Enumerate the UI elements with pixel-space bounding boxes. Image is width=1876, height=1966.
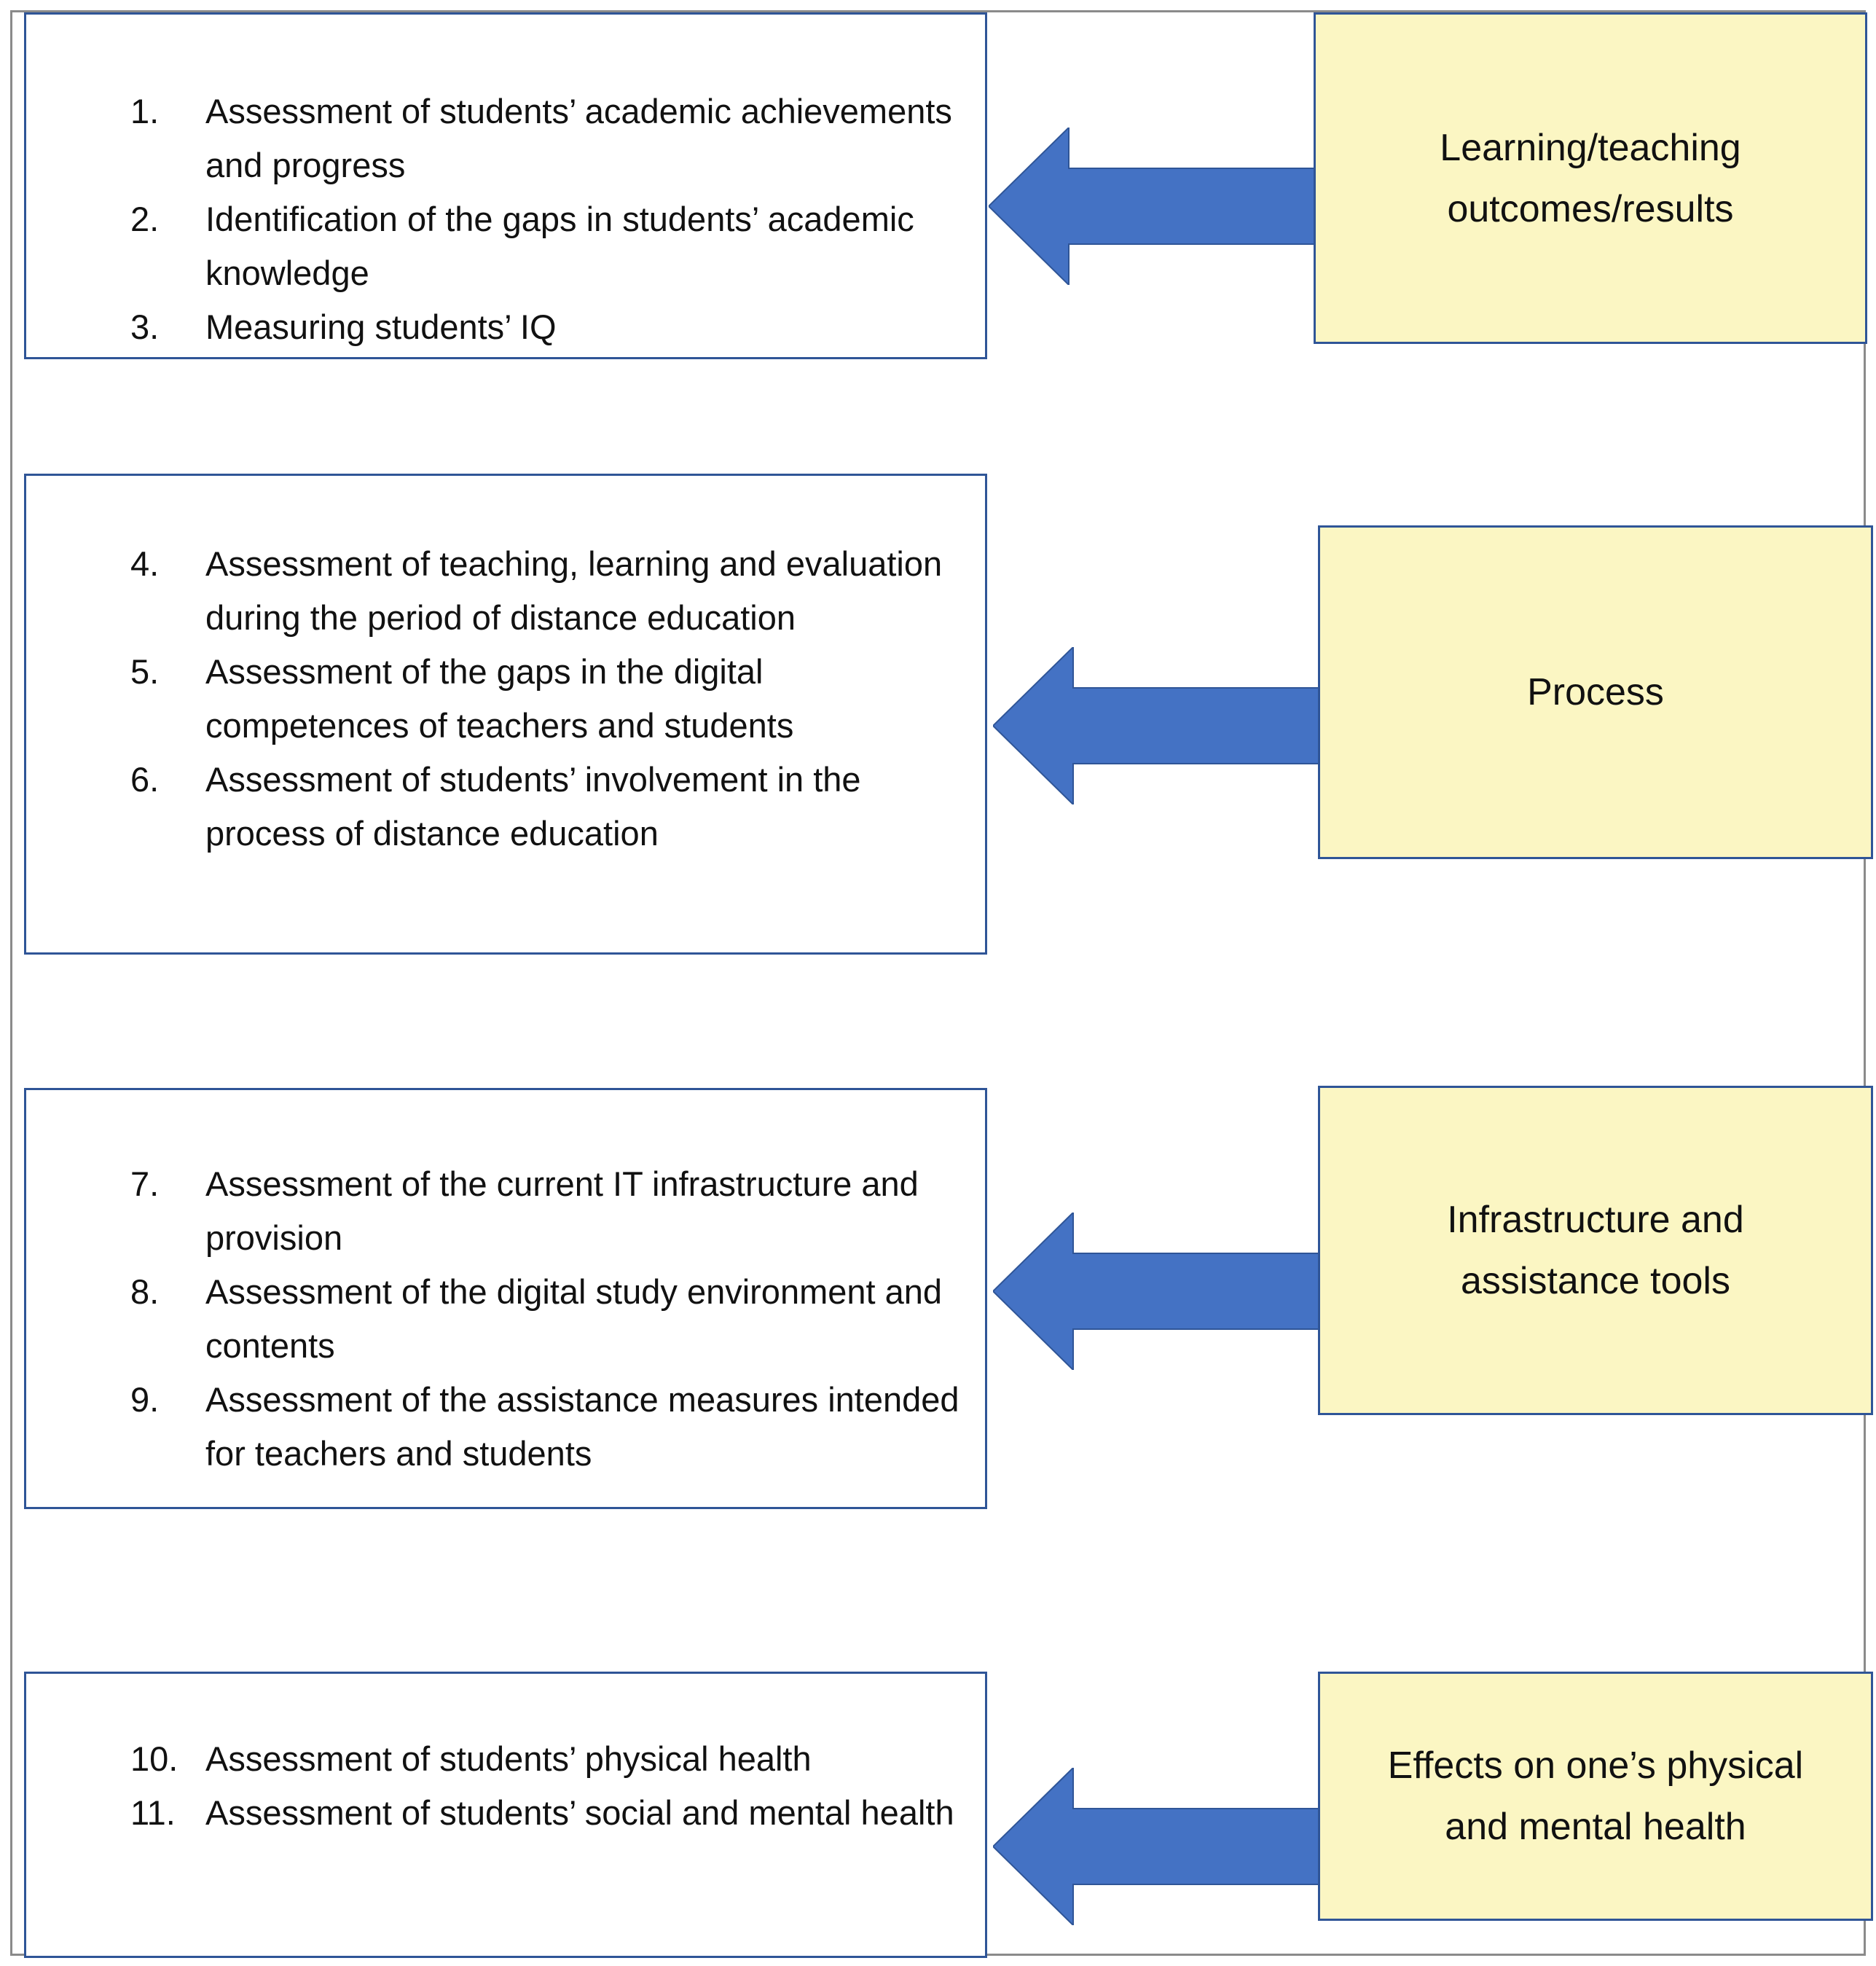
- item-text: Assessment of students’ social and menta…: [205, 1793, 954, 1832]
- list-item: 2. Identification of the gaps in students…: [26, 192, 985, 300]
- list-item: 1. Assessment of students’ academic achie…: [26, 85, 985, 192]
- category-label: Learning/teaching outcomes/results: [1440, 126, 1741, 230]
- item-text: Measuring students’ IQ: [205, 308, 557, 346]
- item-number: 5.: [130, 652, 160, 691]
- item-number: 11.: [130, 1793, 176, 1832]
- item-text: Assessment of students’ involvement in t…: [205, 760, 861, 853]
- list-item: 9. Assessment of the assistance measures …: [26, 1373, 985, 1481]
- item-number: 10.: [130, 1739, 178, 1778]
- assessment-list-infrastructure: 7. Assessment of the current IT infrastru…: [24, 1088, 987, 1509]
- category-label: Effects on one’s physical and mental hea…: [1387, 1744, 1804, 1848]
- assessment-list-outcomes: 1. Assessment of students’ academic achie…: [24, 12, 987, 359]
- list-item: 7. Assessment of the current IT infrastru…: [26, 1157, 985, 1265]
- item-text: Assessment of the assistance measures in…: [205, 1380, 959, 1473]
- item-number: 8.: [130, 1272, 160, 1311]
- item-text: Assessment of the digital study environm…: [205, 1272, 943, 1365]
- category-label: Process: [1527, 671, 1664, 713]
- left-arrow-icon: [993, 1213, 1321, 1370]
- item-number: 7.: [130, 1164, 160, 1203]
- category-label: Infrastructure and assistance tools: [1447, 1199, 1744, 1302]
- item-number: 1.: [130, 92, 160, 130]
- list-item: 8. Assessment of the digital study enviro…: [26, 1265, 985, 1373]
- item-text: Identification of the gaps in students’ …: [205, 200, 914, 292]
- assessment-list-health: 10. Assessment of students’ physical heal…: [24, 1672, 987, 1958]
- left-arrow-icon: [989, 128, 1316, 285]
- left-arrow-icon: [993, 1768, 1321, 1925]
- diagram-frame: 1. Assessment of students’ academic achie…: [10, 10, 1873, 1958]
- list-item: 10. Assessment of students’ physical heal…: [26, 1732, 985, 1786]
- assessment-list-process: 4. Assessment of teaching, learning and e…: [24, 474, 987, 955]
- item-text: Assessment of teaching, learning and eva…: [205, 544, 943, 637]
- list-item: 11. Assessment of students’ social and me…: [26, 1786, 985, 1840]
- left-arrow-icon: [993, 647, 1321, 804]
- item-text: Assessment of students’ academic achieve…: [205, 92, 952, 184]
- item-text: Assessment of the current IT infrastruct…: [205, 1164, 919, 1257]
- item-text: Assessment of the gaps in the digital co…: [205, 652, 794, 745]
- list-item: 3. Measuring students’ IQ: [26, 300, 985, 354]
- item-number: 4.: [130, 544, 160, 583]
- item-number: 3.: [130, 308, 160, 346]
- category-infrastructure: Infrastructure and assistance tools: [1318, 1086, 1873, 1415]
- item-text: Assessment of students’ physical health: [205, 1739, 812, 1778]
- list-item: 4. Assessment of teaching, learning and e…: [26, 537, 985, 645]
- item-number: 9.: [130, 1380, 160, 1419]
- category-health: Effects on one’s physical and mental hea…: [1318, 1672, 1873, 1921]
- item-number: 6.: [130, 760, 160, 799]
- category-process: Process: [1318, 525, 1873, 859]
- list-item: 5. Assessment of the gaps in the digital …: [26, 645, 985, 753]
- item-number: 2.: [130, 200, 160, 238]
- list-item: 6. Assessment of students’ involvement in…: [26, 753, 985, 861]
- category-learning-outcomes: Learning/teaching outcomes/results: [1314, 12, 1867, 344]
